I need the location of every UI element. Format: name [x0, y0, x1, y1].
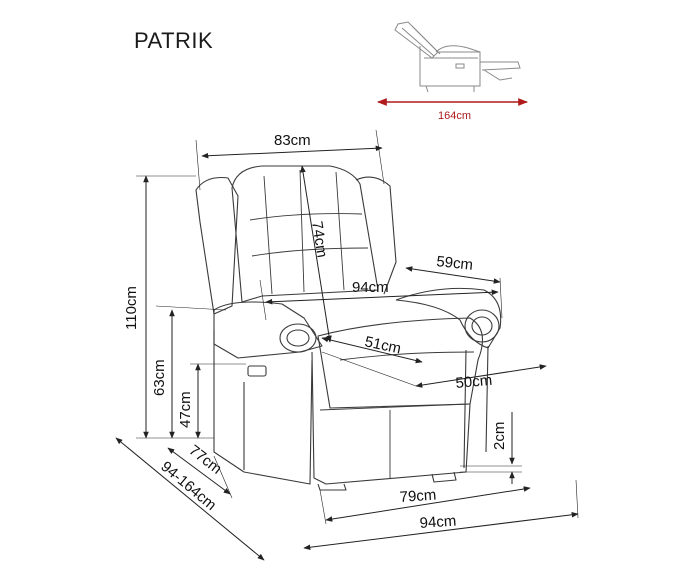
reclined-chair-thumbnail — [394, 21, 521, 93]
label-depth-upright: 77cm — [186, 442, 225, 478]
label-total-width: 94cm — [419, 512, 457, 532]
label-ground-clearance: 2cm — [491, 422, 508, 450]
dimension-lines — [115, 129, 579, 561]
label-backrest-width: 83cm — [274, 132, 311, 149]
label-seat-width: 51cm — [363, 333, 402, 357]
label-total-height: 110cm — [123, 286, 140, 330]
label-armrest-height: 63cm — [151, 359, 168, 396]
label-backrest-height: 74cm — [308, 220, 331, 259]
label-seat-height: 47cm — [177, 391, 194, 428]
label-base-width: 79cm — [399, 486, 437, 506]
product-name: PATRIK — [134, 28, 214, 53]
recliner-chair — [195, 165, 502, 491]
label-armrest-depth: 59cm — [436, 253, 474, 274]
label-inner-width: 94cm — [352, 279, 389, 296]
reclined-length-label: 164cm — [438, 110, 471, 122]
label-seat-depth: 50cm — [455, 372, 493, 392]
